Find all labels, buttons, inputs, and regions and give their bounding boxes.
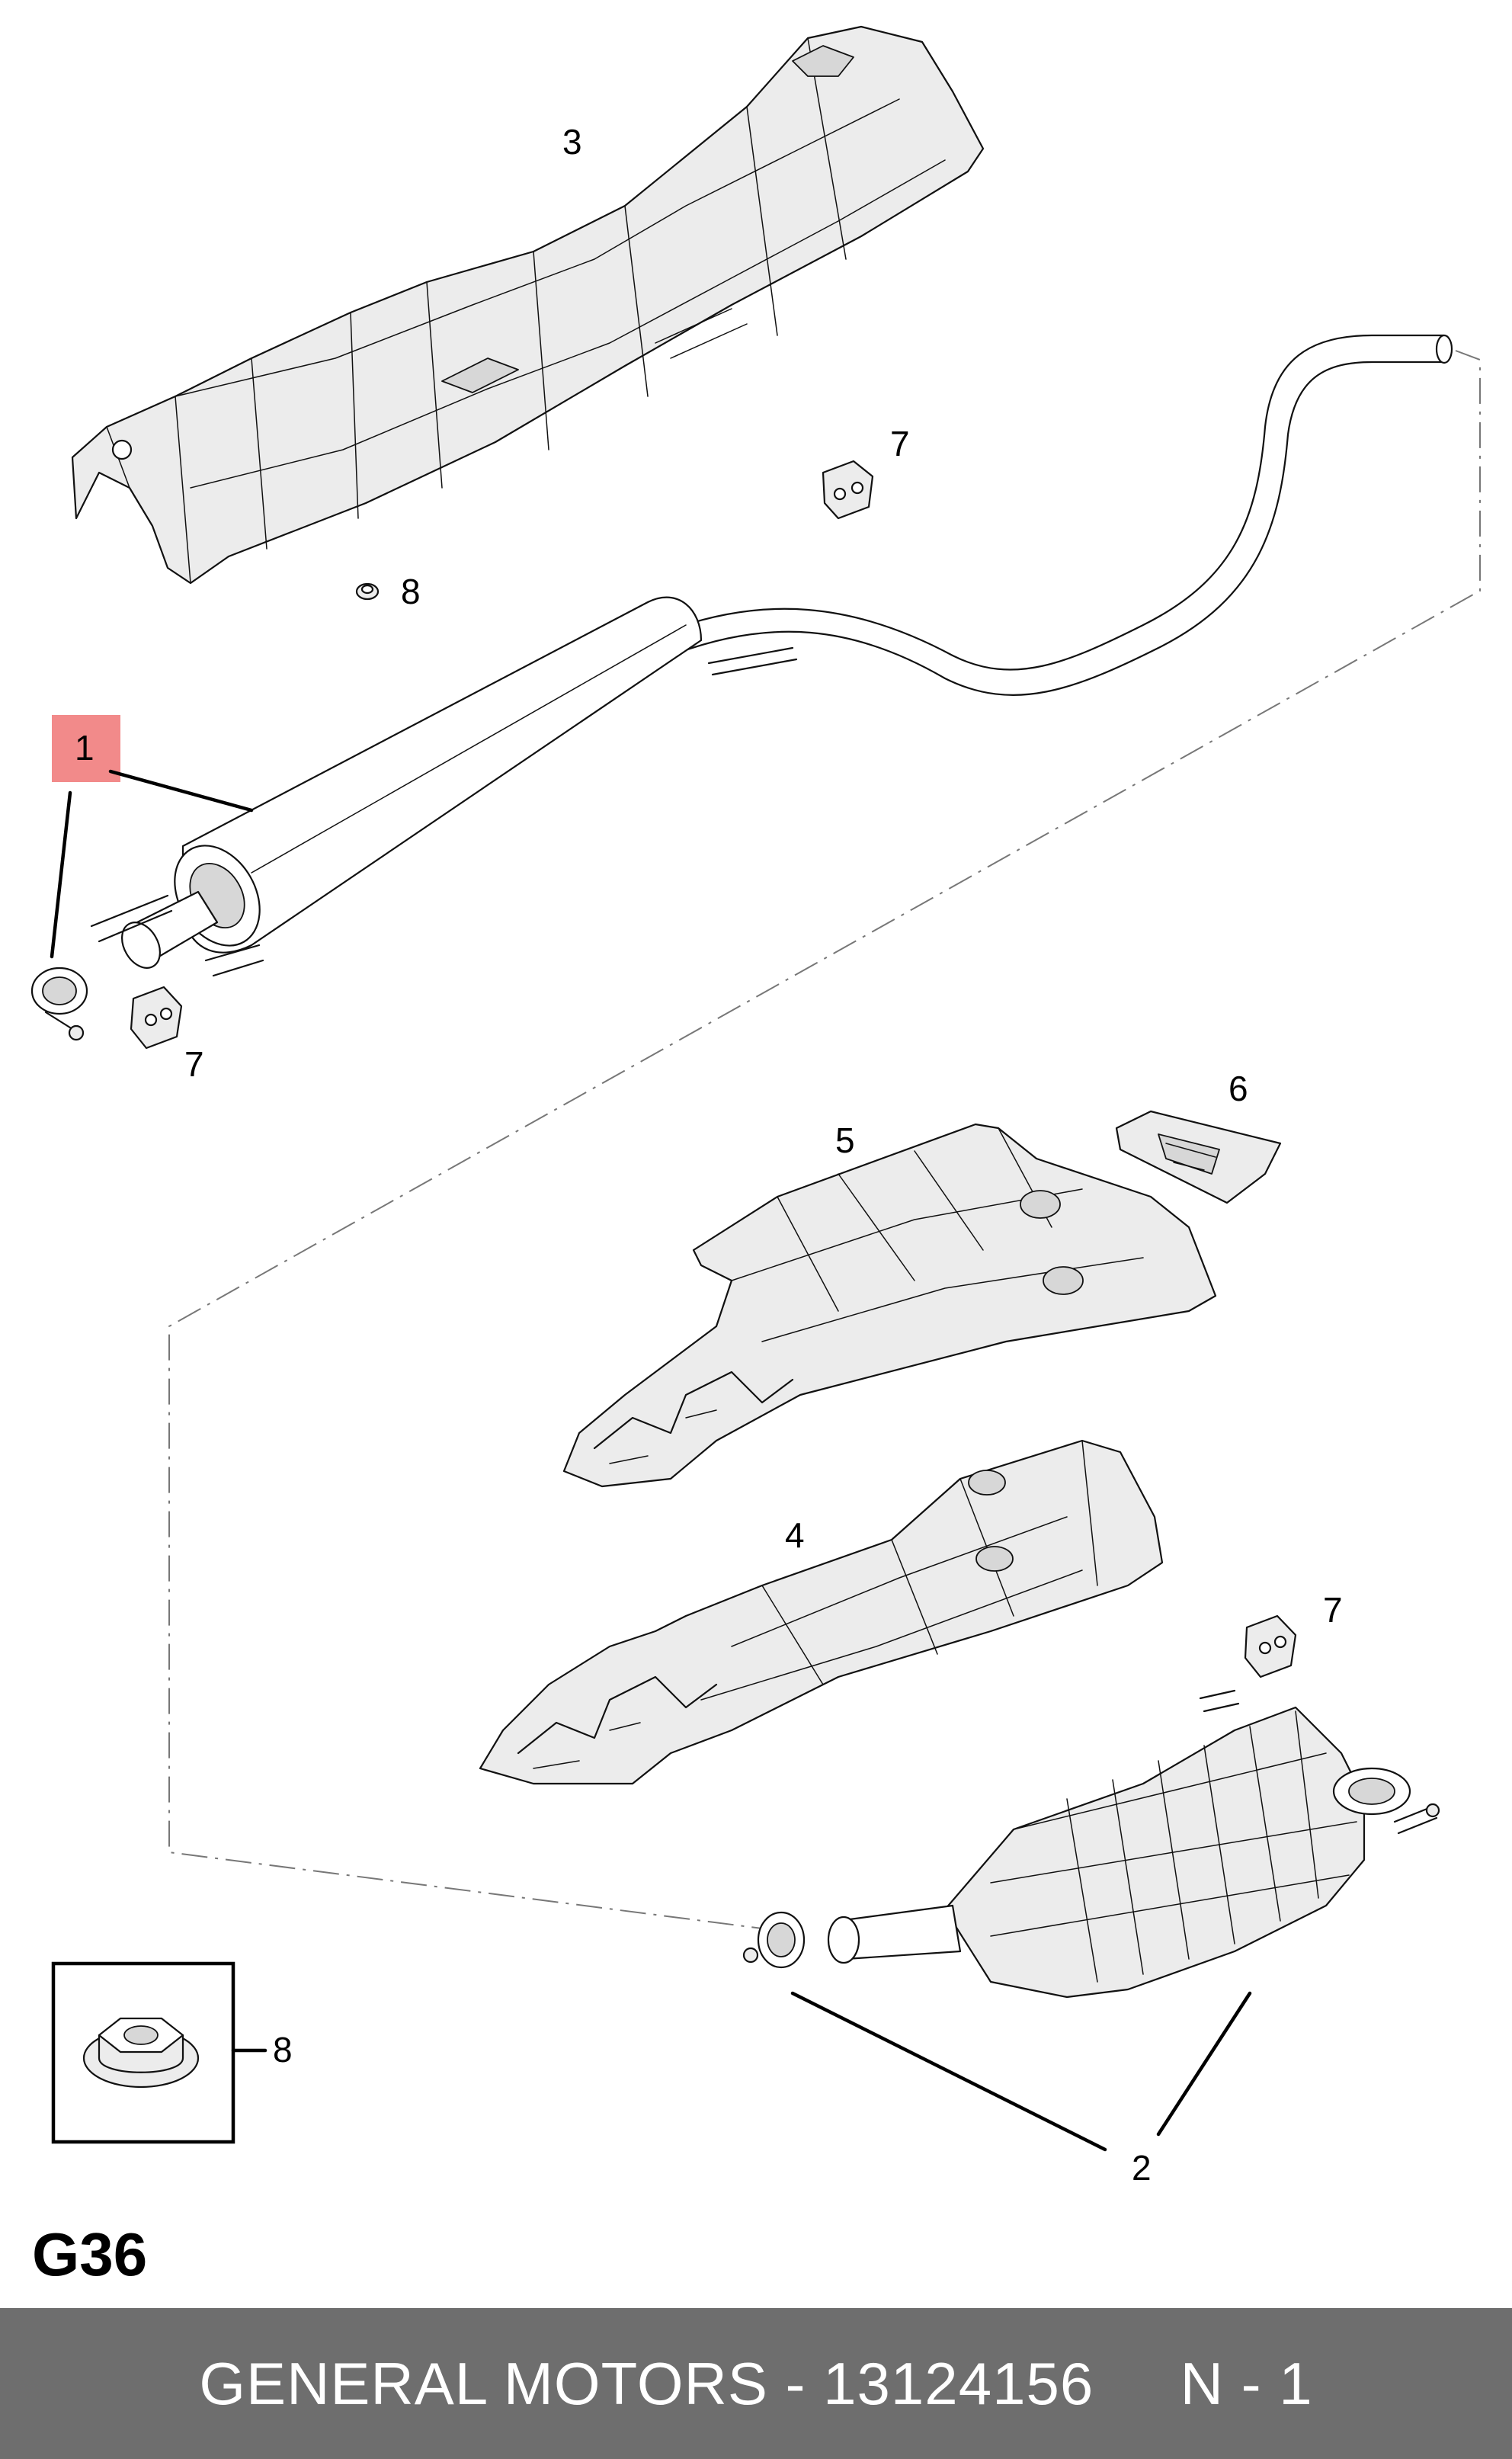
callout-2: 2	[1132, 2148, 1152, 2188]
part-1-center-muffler	[90, 334, 1453, 977]
part-8-nut-small	[355, 582, 380, 601]
part-2-clamp	[742, 1911, 806, 1969]
callout-4: 4	[785, 1515, 805, 1555]
part-7-hanger-top	[822, 460, 874, 520]
callout-8b: 8	[273, 2030, 293, 2069]
callout-5: 5	[835, 1120, 855, 1160]
callout-7b: 7	[184, 1044, 204, 1084]
part-8-detail-box	[51, 1961, 267, 2144]
figure-code: G36	[32, 2220, 147, 2288]
part-5-heat-shield	[562, 1123, 1217, 1488]
callout-1: 1	[75, 728, 94, 768]
callout-7c: 7	[1323, 1590, 1343, 1630]
leader-1b	[50, 790, 72, 959]
footer-bar: GENERAL MOTORS - 13124156 N - 1	[0, 2308, 1512, 2459]
leader-2b	[1156, 1991, 1252, 2137]
part-4-heat-shield	[479, 1439, 1164, 1785]
part-7-hanger-right	[1244, 1614, 1297, 1678]
assembly-boundary	[168, 350, 1481, 1929]
leader-2a	[790, 1991, 1107, 2152]
part-2-rear-muffler	[827, 1689, 1440, 1999]
gap	[1094, 2350, 1180, 2417]
callout-6: 6	[1228, 1069, 1248, 1108]
part-6-bracket	[1115, 1110, 1282, 1204]
callout-8a: 8	[401, 572, 421, 611]
page-indicator: N - 1	[1180, 2349, 1313, 2417]
part-7-hanger-left	[130, 986, 183, 1050]
part-1-clamp	[30, 967, 88, 1041]
leader-1a	[108, 769, 254, 813]
separator: -	[767, 2349, 824, 2417]
exhaust-system-diagram: 3 8 7 1	[30, 25, 1481, 2288]
callout-7a: 7	[890, 424, 910, 463]
part-3-heat-shield	[71, 25, 985, 585]
part-number: 13124156	[823, 2349, 1094, 2417]
manufacturer: GENERAL MOTORS	[199, 2349, 768, 2417]
callout-3: 3	[562, 122, 582, 162]
footer-text: GENERAL MOTORS - 13124156 N - 1	[199, 2349, 1312, 2419]
